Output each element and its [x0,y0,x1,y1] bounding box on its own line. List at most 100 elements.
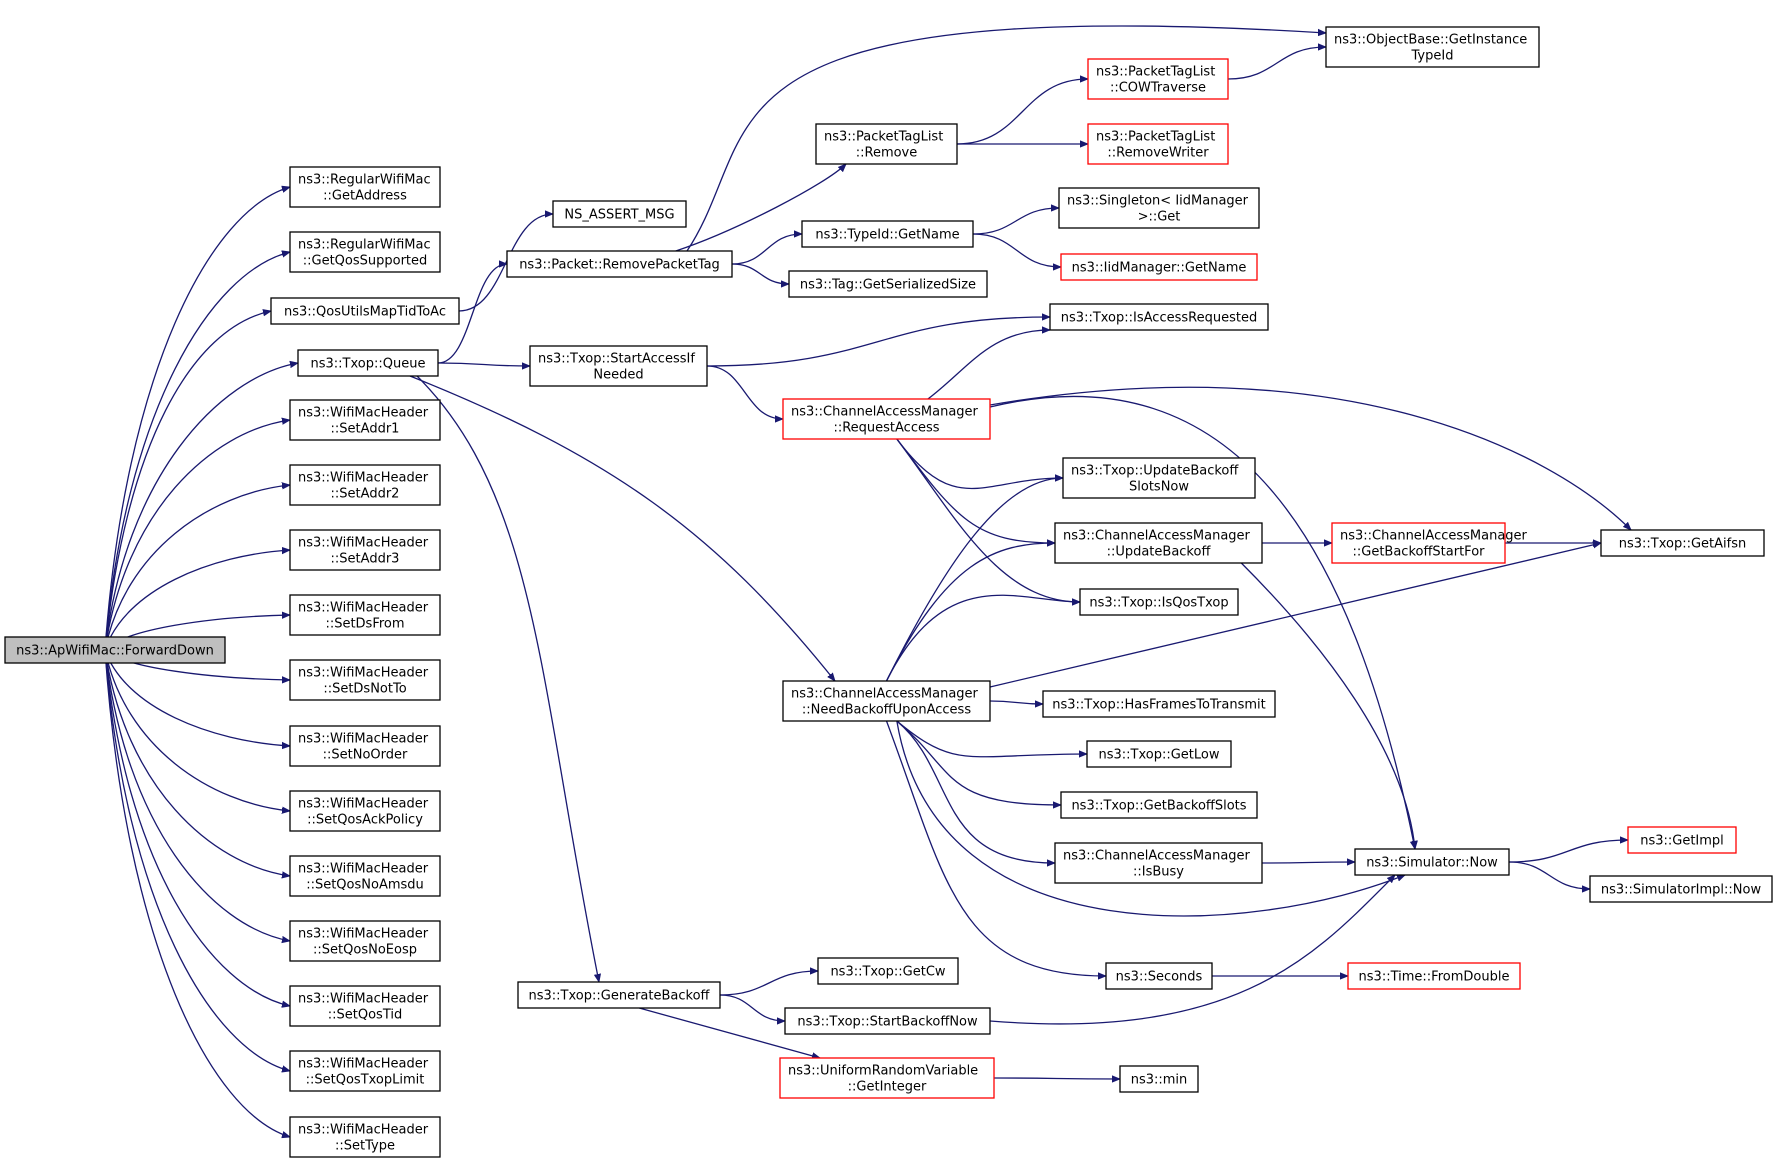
node-ptlcow[interactable]: ns3::PacketTagList::COWTraverse [1087,58,1229,100]
node-getqos[interactable]: ns3::RegularWifiMac::GetQosSupported [289,231,441,273]
node-singleton[interactable]: ns3::Singleton< IidManager>::Get [1058,187,1260,229]
edge-line [686,25,1326,252]
node-label: ns3::WifiMacHeader [298,797,429,812]
edge-requestaccess-to-isaccessreq [927,330,1050,400]
node-label: ns3::WifiMacHeader [298,992,429,1007]
node-getlow[interactable]: ns3::Txop::GetLow [1086,740,1232,768]
edge-line [104,649,290,1006]
edge-line [989,395,1415,849]
node-label: ns3::QosUtilsMapTidToAc [284,305,446,320]
edge-line [104,649,290,746]
node-requestaccess[interactable]: ns3::ChannelAccessManager::RequestAccess [782,398,991,440]
node-setqostxop[interactable]: ns3::WifiMacHeader::SetQosTxopLimit [289,1050,441,1092]
node-label: ns3::ChannelAccessManager [1340,529,1528,544]
edge-line [896,438,1063,490]
node-setaddr1[interactable]: ns3::WifiMacHeader::SetAddr1 [289,399,441,441]
node-label: ns3::ApWifiMac::ForwardDown [16,644,214,659]
node-label: ns3::Txop::GetLow [1098,748,1219,763]
node-isqostxop[interactable]: ns3::Txop::IsQosTxop [1079,588,1239,616]
node-getimpl[interactable]: ns3::GetImpl [1627,826,1737,854]
node-box [517,981,721,1009]
node-setaddr3[interactable]: ns3::WifiMacHeader::SetAddr3 [289,529,441,571]
edge-line [885,543,1056,682]
node-label: ns3::WifiMacHeader [298,471,429,486]
node-getaddr[interactable]: ns3::RegularWifiMac::GetAddress [289,166,441,208]
node-label: ::GetAddress [323,189,407,204]
node-simnow[interactable]: ns3::Simulator::Now [1354,848,1510,876]
node-qosutils[interactable]: ns3::QosUtilsMapTidToAc [270,297,460,325]
node-nsmin[interactable]: ns3::min [1119,1065,1199,1093]
node-settype[interactable]: ns3::WifiMacHeader::SetType [289,1116,441,1158]
node-box [1600,529,1765,557]
node-queue[interactable]: ns3::Txop::Queue [297,349,439,377]
node-box [289,166,441,208]
node-timefromdouble[interactable]: ns3::Time::FromDouble [1347,962,1521,990]
node-setdsnotto[interactable]: ns3::WifiMacHeader::SetDsNotTo [289,659,441,701]
edge-line [1261,862,1355,863]
node-ptlremovewriter[interactable]: ns3::PacketTagList::RemoveWriter [1087,123,1229,165]
edge-line [885,594,1081,682]
node-setnoorder[interactable]: ns3::WifiMacHeader::SetNoOrder [289,725,441,767]
node-nsassert[interactable]: NS_ASSERT_MSG [552,200,687,228]
edge-line [956,79,1088,145]
node-label: ns3::Tag::GetSerializedSize [800,278,976,293]
node-seconds[interactable]: ns3::Seconds [1105,962,1213,990]
node-getcw[interactable]: ns3::Txop::GetCw [817,957,959,985]
node-setqosnoamsdu[interactable]: ns3::WifiMacHeader::SetQosNoAmsdu [289,855,441,897]
node-isbusy[interactable]: ns3::ChannelAccessManager::IsBusy [1054,842,1263,884]
node-cam_updatebackoff[interactable]: ns3::ChannelAccessManager::UpdateBackoff [1054,522,1263,564]
node-box [1086,740,1232,768]
node-label: ::SetQosNoAmsdu [306,878,424,893]
node-taggetsize[interactable]: ns3::Tag::GetSerializedSize [788,270,988,298]
edge-line [409,375,835,681]
node-getbackoffstart[interactable]: ns3::ChannelAccessManager::GetBackoffSta… [1331,522,1528,564]
node-box [782,398,991,440]
node-label: ::COWTraverse [1110,81,1206,96]
nodes-layer: ns3::ApWifiMac::ForwardDown ns3::RegularW… [4,26,1773,1158]
edge-line [437,363,530,366]
node-genbackoff[interactable]: ns3::Txop::GenerateBackoff [517,981,721,1009]
node-label: ns3::ChannelAccessManager [1063,849,1251,864]
node-startbackoffnow[interactable]: ns3::Txop::StartBackoffNow [784,1007,991,1035]
node-ptlremove[interactable]: ns3::PacketTagList::Remove [815,123,958,165]
edge-root-to-setaddr2 [104,485,290,651]
node-setqosack[interactable]: ns3::WifiMacHeader::SetQosAckPolicy [289,790,441,832]
node-uniformgetint[interactable]: ns3::UniformRandomVariable::GetInteger [779,1057,995,1099]
edge-root-to-qosutils [104,311,271,651]
node-iidgetname[interactable]: ns3::IidManager::GetName [1060,253,1258,281]
node-label: ns3::Txop::GetCw [830,965,945,980]
node-box [289,855,441,897]
node-box [1627,826,1737,854]
node-box [289,725,441,767]
node-setaddr2[interactable]: ns3::WifiMacHeader::SetAddr2 [289,464,441,506]
node-root[interactable]: ns3::ApWifiMac::ForwardDown [4,636,226,664]
node-label: ns3::WifiMacHeader [298,732,429,747]
node-setqostid[interactable]: ns3::WifiMacHeader::SetQosTid [289,985,441,1027]
node-setdsfrom[interactable]: ns3::WifiMacHeader::SetDsFrom [289,594,441,636]
edge-line [885,478,1064,682]
edge-root-to-setqosnoeosp [104,649,290,941]
node-label: ns3::WifiMacHeader [298,601,429,616]
edge-removepackettag-to-ptlremove [675,164,846,252]
node-needbackoff[interactable]: ns3::ChannelAccessManager::NeedBackoffUp… [782,680,991,722]
node-setqosnoeosp[interactable]: ns3::WifiMacHeader::SetQosNoEosp [289,920,441,962]
node-box [289,1116,441,1158]
node-isaccessreq[interactable]: ns3::Txop::IsAccessRequested [1049,303,1269,331]
edge-line [885,720,1107,976]
node-box [289,399,441,441]
edge-line [639,1007,820,1058]
node-hasframes[interactable]: ns3::Txop::HasFramesToTransmit [1042,690,1276,718]
node-simimplnow[interactable]: ns3::SimulatorImpl::Now [1589,875,1773,903]
node-label: ns3::WifiMacHeader [298,1057,429,1072]
node-box [1079,588,1239,616]
edge-line [989,543,1601,688]
node-getbackoffslots[interactable]: ns3::Txop::GetBackoffSlots [1060,791,1258,819]
edge-needbackoff-to-simnow [896,720,1405,917]
node-typeidgetname[interactable]: ns3::TypeId::GetName [801,220,974,248]
node-removepackettag[interactable]: ns3::Packet::RemovePacketTag [506,250,733,278]
node-getaifsn[interactable]: ns3::Txop::GetAifsn [1600,529,1765,557]
edge-line [104,649,290,876]
